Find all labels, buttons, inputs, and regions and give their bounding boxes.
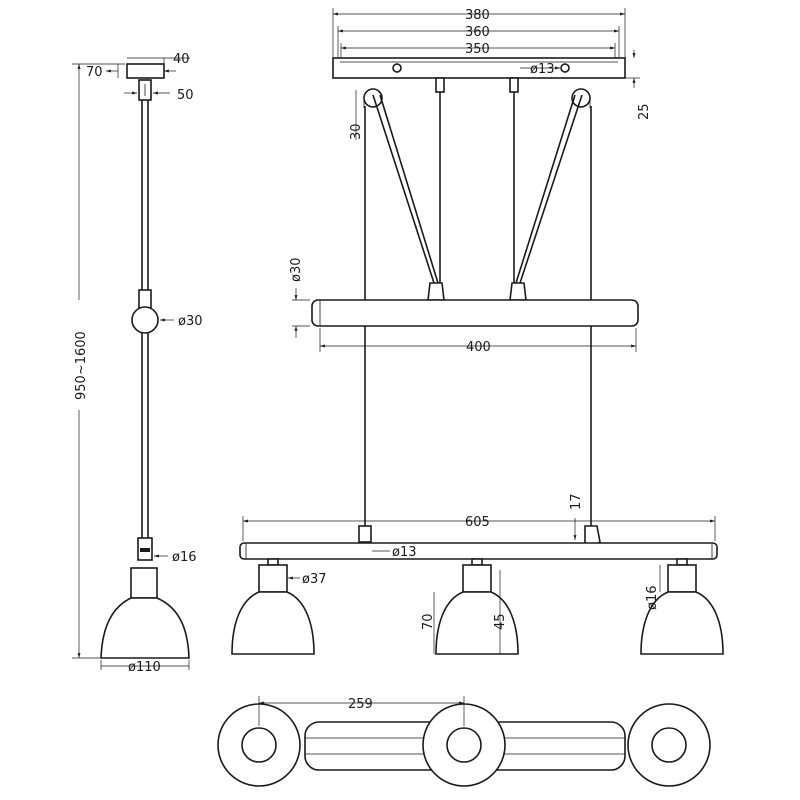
- top-width-mid-label: 360: [465, 25, 490, 40]
- middle-bar: [311, 299, 639, 327]
- top-width-inner-label: 350: [465, 42, 490, 57]
- side-view: 70 40 50 950~1600 ø30 ø16 ø110: [72, 52, 203, 675]
- ball-dia-label: ø30: [178, 314, 203, 329]
- shade-dia-label: ø110: [128, 660, 161, 675]
- canopy-height-label: 25: [637, 103, 652, 120]
- front-view: 380 360 350 ø13 25: [231, 8, 724, 655]
- left-pulley: [363, 88, 383, 108]
- side-shade: [100, 597, 190, 659]
- top-width-outer-label: 380: [465, 8, 490, 23]
- bottom-spacing-label: 259: [348, 697, 373, 712]
- pulley-offset-label: 30: [349, 123, 364, 140]
- shade-neck-dia-label: ø37: [302, 572, 327, 587]
- shade-height-label: 70: [421, 613, 436, 630]
- front-canopy: [332, 57, 626, 79]
- side-canopy-depth-label: 40: [173, 52, 190, 67]
- mid-bar-dia-label: ø30: [289, 258, 304, 283]
- lower-bar-gap-label: 17: [569, 493, 584, 510]
- overall-height-label: 950~1600: [74, 331, 89, 400]
- mid-bar-length-label: 400: [466, 340, 491, 355]
- pulley-dia-label: ø13: [530, 62, 555, 77]
- side-canopy-width-label: 70: [86, 65, 103, 80]
- shade-right: [640, 558, 724, 655]
- right-socket-dia-label: ø16: [645, 586, 660, 611]
- side-ball-joint: [131, 306, 159, 334]
- side-canopy: [126, 63, 165, 79]
- socket-dia-label: ø16: [172, 550, 197, 565]
- lower-bar: [239, 542, 718, 560]
- shade-center: [435, 558, 519, 655]
- shade-left: [231, 558, 315, 655]
- side-canopy-base-label: 50: [177, 88, 194, 103]
- shade-neck-height-label: 45: [493, 613, 508, 630]
- lower-bar-dia-label: ø13: [392, 545, 417, 560]
- lower-bar-length-label: 605: [465, 515, 490, 530]
- top-view: 259: [217, 696, 711, 787]
